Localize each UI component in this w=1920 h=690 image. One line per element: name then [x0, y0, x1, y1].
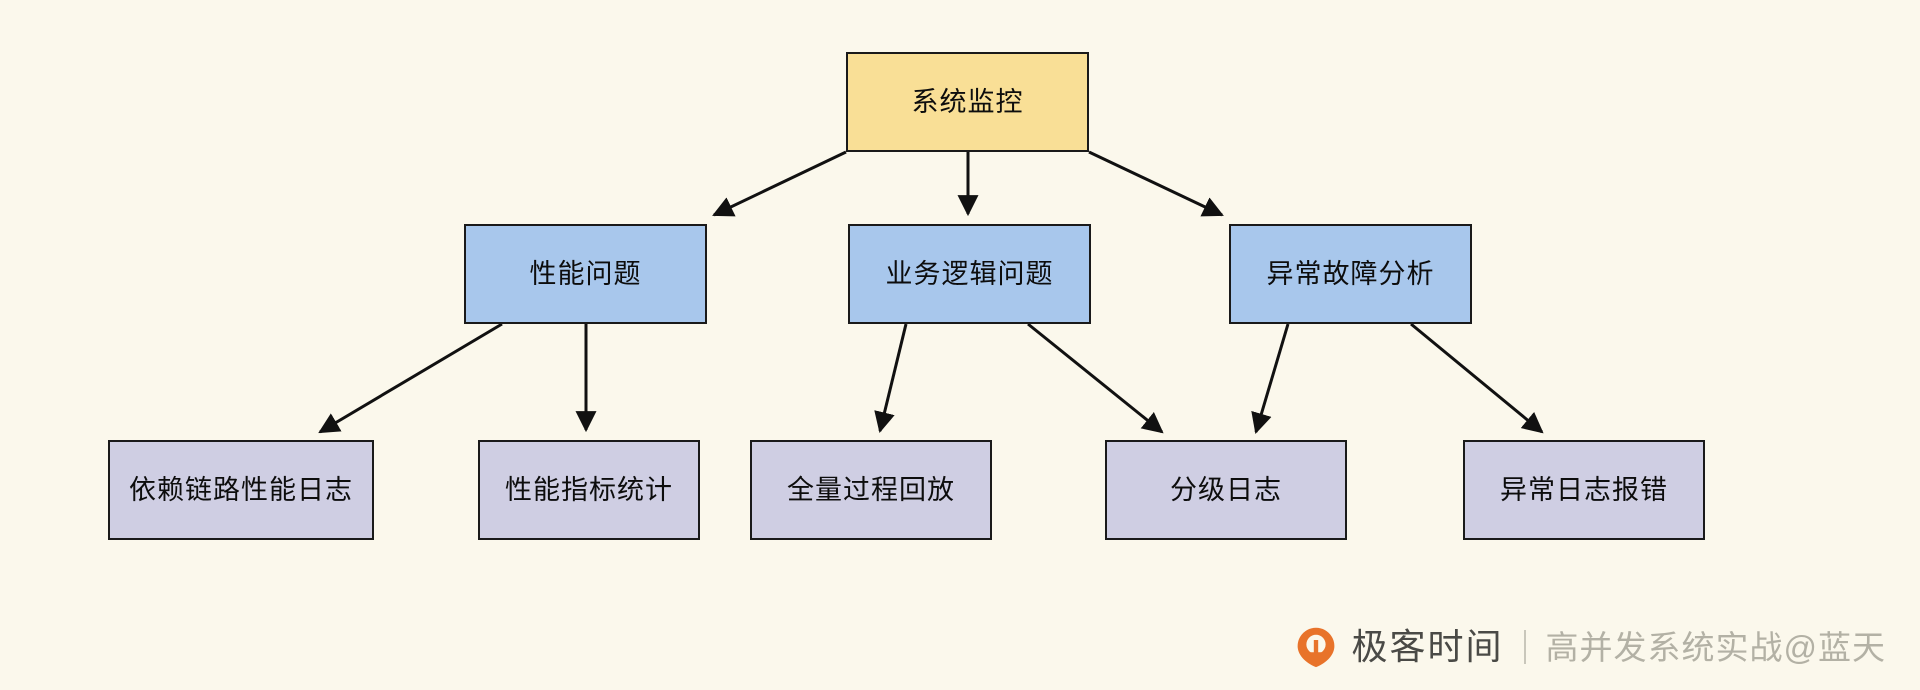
edge-fault-to-tier-log — [1251, 323, 1290, 435]
brand-name: 极客时间 — [1351, 626, 1504, 667]
edge-root-to-fault — [1088, 150, 1224, 217]
edge-root-to-perf — [712, 150, 847, 217]
edge-perf-to-dep-log — [318, 322, 503, 434]
node-system-monitoring[interactable]: 系统监控 — [846, 52, 1089, 152]
edge-fault-to-err-log — [1410, 322, 1544, 434]
node-business-logic-issues[interactable]: 业务逻辑问题 — [848, 224, 1091, 324]
node-exception-log-error[interactable]: 异常日志报错 — [1463, 440, 1705, 540]
edge-business-to-replay — [874, 323, 908, 434]
watermark: 极客时间 高并发系统实战@蓝天 — [1295, 626, 1886, 668]
edge-business-to-tier-log — [1027, 322, 1164, 434]
brand-tagline: 高并发系统实战@蓝天 — [1545, 628, 1886, 666]
node-fault-analysis[interactable]: 异常故障分析 — [1229, 224, 1472, 324]
node-performance-issues[interactable]: 性能问题 — [464, 224, 707, 324]
node-full-process-replay[interactable]: 全量过程回放 — [750, 440, 992, 540]
node-performance-metric-statistics[interactable]: 性能指标统计 — [478, 440, 700, 540]
node-dependency-chain-performance-log[interactable]: 依赖链路性能日志 — [108, 440, 374, 540]
node-tiered-log[interactable]: 分级日志 — [1105, 440, 1347, 540]
geektime-pin-icon — [1298, 627, 1335, 668]
brand-divider — [1523, 630, 1526, 664]
